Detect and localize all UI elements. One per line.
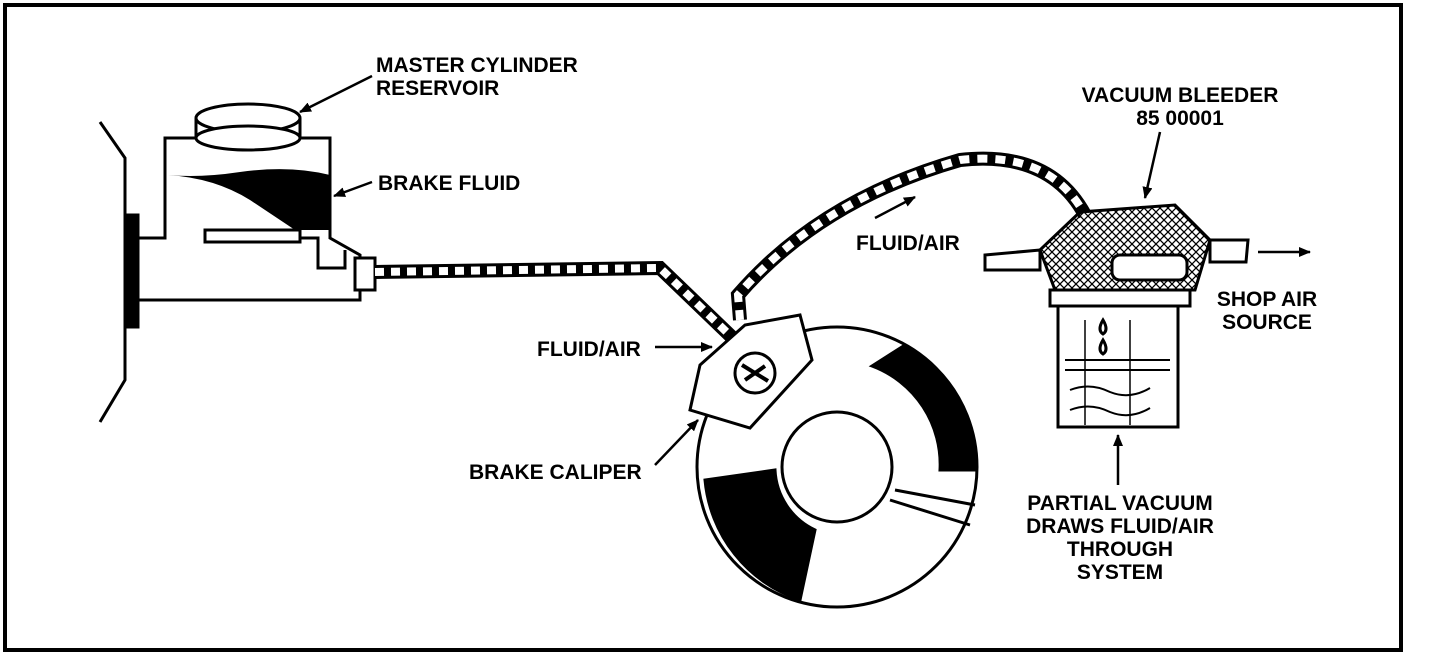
label-vacuum-bleeder: VACUUM BLEEDER 85 00001 (1075, 84, 1285, 130)
brake-line (374, 260, 745, 351)
label-line: VACUUM BLEEDER (1081, 84, 1279, 107)
diagram-frame (3, 3, 1403, 652)
vacuum-bleeder (983, 203, 1250, 429)
leader-lines (299, 74, 1311, 485)
label-line: 85 00001 (1136, 107, 1224, 130)
label-brake-caliper: BRAKE CALIPER (469, 461, 642, 484)
label-line: THROUGH (1066, 538, 1174, 561)
label-line: DRAWS FLUID/AIR (1026, 515, 1214, 538)
label-line: SHOP AIR (1216, 288, 1318, 311)
label-master-cylinder-reservoir: MASTER CYLINDER RESERVOIR (376, 54, 578, 100)
label-fluid-air-hose: FLUID/AIR (856, 232, 960, 255)
firewall (98, 121, 140, 423)
brake-caliper (688, 313, 814, 430)
label-line: SOURCE (1222, 311, 1312, 334)
label-line: PARTIAL VACUUM (1027, 492, 1213, 515)
label-line: RESERVOIR (376, 77, 500, 100)
label-line: MASTER CYLINDER (376, 54, 578, 77)
master-cylinder (136, 102, 377, 302)
label-line: SYSTEM (1076, 561, 1164, 584)
bleeder-hose (730, 151, 1092, 321)
label-shop-air-source: SHOP AIR SOURCE (1212, 288, 1322, 334)
label-brake-fluid: BRAKE FLUID (378, 172, 521, 195)
label-fluid-air-caliper: FLUID/AIR (537, 338, 641, 361)
label-partial-vacuum: PARTIAL VACUUM DRAWS FLUID/AIR THROUGH S… (1015, 492, 1225, 584)
